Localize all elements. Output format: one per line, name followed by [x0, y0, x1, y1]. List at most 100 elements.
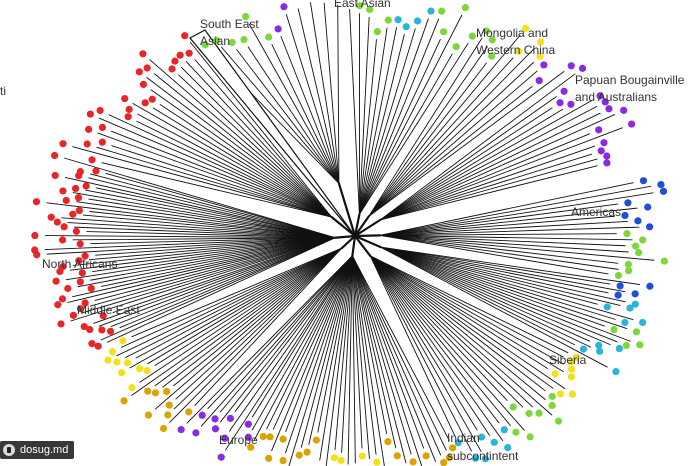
leaf-dot — [54, 301, 62, 309]
leaf-dot — [76, 167, 84, 176]
leaf-dot — [610, 325, 618, 334]
tree-branch — [379, 220, 628, 236]
leaf-dot — [632, 242, 640, 250]
leaf-dot — [454, 439, 462, 447]
leaf-dot — [80, 322, 88, 331]
leaf-dot — [330, 454, 338, 462]
tree-branch — [379, 234, 609, 275]
tree-branch — [323, 2, 340, 184]
tree-branch — [72, 237, 336, 266]
leaf-dot — [551, 370, 559, 378]
tree-branch — [154, 247, 343, 410]
watermark: dosug.md — [0, 441, 75, 459]
tree-branch — [379, 133, 591, 221]
tree-branch — [310, 2, 340, 184]
tree-branch — [82, 214, 336, 239]
tree-branch — [110, 237, 336, 327]
tree-branch — [379, 207, 638, 236]
leaf-dot — [125, 105, 133, 114]
tree-branch — [369, 255, 564, 365]
leaf-dot — [384, 438, 392, 446]
leaf-dot — [303, 448, 311, 456]
tree-branch — [358, 14, 463, 215]
tree-branch — [173, 247, 343, 410]
tree-branch — [368, 86, 533, 217]
tree-branch — [369, 255, 569, 354]
leaf-dot — [515, 47, 523, 55]
leaf-dot — [151, 389, 160, 397]
label-indian-subcontinent: Indian subcontintent — [447, 431, 519, 463]
tree-branch — [92, 237, 336, 273]
leaf-dot — [221, 434, 229, 442]
tree-branch — [358, 34, 405, 215]
tree-branch — [189, 41, 333, 218]
tree-branch — [285, 14, 340, 184]
tree-branch — [95, 187, 336, 239]
leaf-dot — [468, 32, 476, 40]
tree-branch — [369, 255, 534, 408]
tree-branch — [380, 246, 628, 330]
tree-branch — [369, 255, 524, 408]
tree-branch — [379, 182, 634, 236]
tree-branch — [369, 255, 511, 426]
leaf-dot — [578, 64, 587, 72]
leaf-dot — [165, 401, 173, 409]
leaf-dot — [337, 456, 345, 465]
tree-branch — [380, 246, 631, 342]
tree-branch — [369, 255, 490, 436]
leaf-dot — [556, 99, 564, 107]
tree-branch — [380, 246, 626, 293]
leaf-dot — [536, 38, 545, 46]
leaf-dot — [64, 284, 72, 293]
tree-branch — [159, 104, 333, 218]
tree-branch — [368, 62, 534, 217]
tree-branch — [46, 202, 336, 239]
tree-branch — [380, 246, 605, 327]
leaf-dot — [211, 425, 220, 433]
tree-branch — [154, 247, 343, 387]
tree-branch — [93, 237, 336, 324]
leaf-dot — [87, 284, 95, 293]
tree-branch — [358, 27, 388, 215]
leaf-dot — [98, 326, 106, 334]
tree-branch — [368, 34, 521, 217]
leaf-dot — [439, 28, 448, 36]
leaf-dot — [356, 2, 364, 10]
tree-branch — [111, 145, 333, 218]
tree-branch — [369, 255, 504, 441]
leaf-dot — [121, 94, 129, 103]
leaf-dot — [525, 409, 533, 418]
leaf-dot — [572, 353, 581, 361]
tree-branch — [379, 203, 618, 236]
tree-branch — [369, 255, 548, 369]
leaf-dot — [358, 452, 366, 460]
leaf-dot — [626, 304, 634, 312]
leaf-dot — [522, 24, 530, 33]
leaf-dot — [560, 87, 568, 95]
leaf-dot — [627, 120, 636, 128]
leaf-dot — [601, 98, 609, 106]
tree-branch — [90, 237, 336, 245]
leaf-dot — [280, 3, 288, 11]
tree-branch — [272, 255, 353, 430]
leaf-dot — [162, 387, 171, 396]
leaf-dot — [603, 303, 611, 311]
tree-branch — [136, 120, 333, 218]
tree-branch — [334, 255, 353, 451]
tree-branch — [379, 234, 619, 270]
tree-branch — [369, 255, 564, 373]
tree-branch — [368, 71, 565, 217]
leaf-dot — [624, 199, 632, 207]
tree-branch — [74, 226, 336, 239]
tree-branch — [162, 247, 343, 388]
tree-branch — [379, 112, 601, 221]
tree-branch — [100, 237, 336, 287]
leaf-dot — [500, 426, 508, 434]
tree-branch — [308, 255, 353, 445]
tree-branch — [220, 255, 353, 423]
leaf-dot — [274, 25, 282, 33]
leaf-dot — [646, 282, 654, 290]
leaf-dot — [85, 125, 93, 133]
tree-branch — [369, 255, 525, 431]
tree-branch — [351, 255, 450, 441]
